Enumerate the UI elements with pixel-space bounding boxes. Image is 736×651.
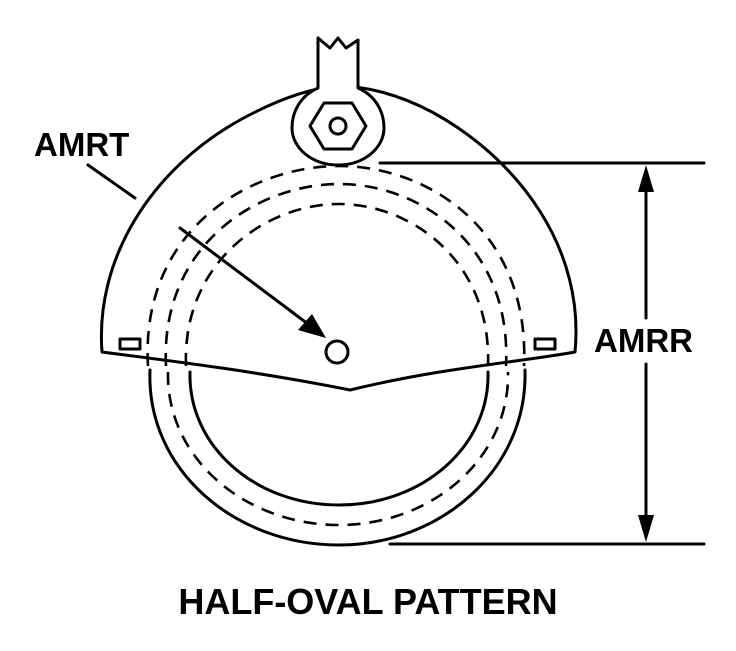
- label-amrt: AMRT: [34, 126, 129, 163]
- dashed-arc-inner: [184, 202, 490, 367]
- caption: HALF-OVAL PATTERN: [178, 581, 557, 622]
- dashed-arc-middle: [164, 182, 508, 367]
- amrr-dimension: [378, 161, 706, 546]
- strap-dashed-line: [166, 371, 510, 527]
- hex-nut: [308, 101, 368, 151]
- amrr-arrow-top: [638, 165, 654, 192]
- amrt-leader: [86, 163, 326, 338]
- right-slot: [533, 337, 557, 351]
- left-slot: [118, 337, 142, 351]
- strap-outer-edge: [148, 368, 527, 547]
- strap-loop: [148, 368, 527, 547]
- amrt-leader-line-a: [86, 163, 137, 200]
- label-amrr: AMRR: [594, 322, 693, 359]
- amrt-leader-line-b: [178, 226, 310, 326]
- amrt-arrowhead: [298, 314, 326, 338]
- amrr-arrow-bottom: [638, 515, 654, 542]
- center-rivet: [324, 339, 350, 365]
- strap-inner-edge: [188, 370, 490, 507]
- bolt-tab: [290, 36, 386, 167]
- bolt-hole: [328, 116, 348, 136]
